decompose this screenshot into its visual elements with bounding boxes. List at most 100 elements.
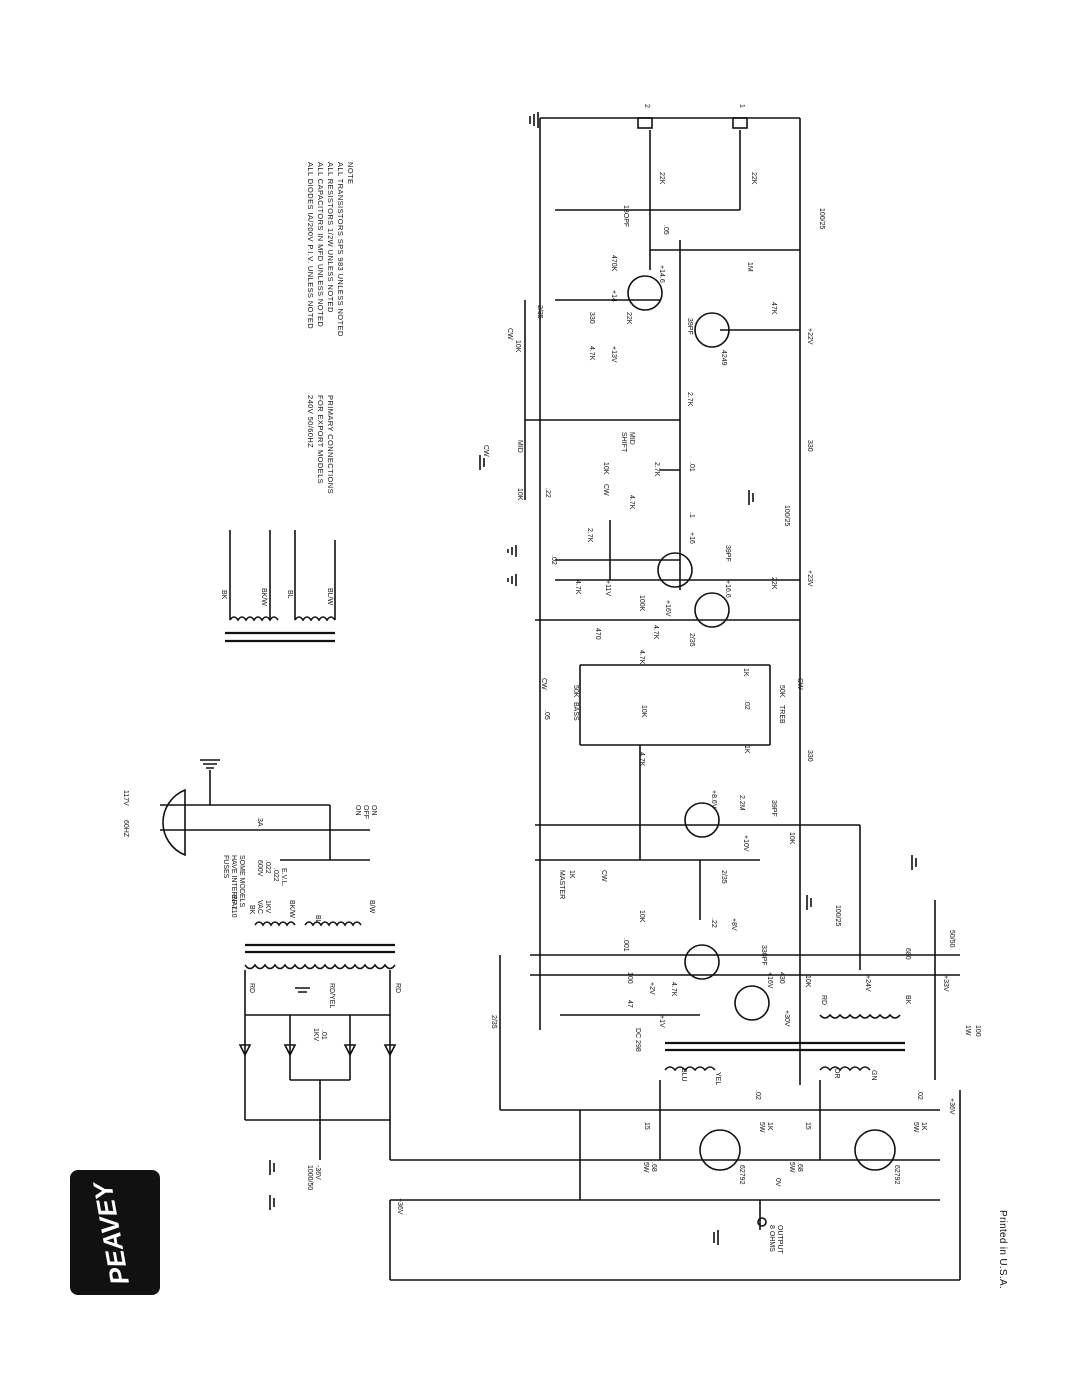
input-jack-2 <box>637 117 653 129</box>
part-label: BASS <box>572 702 579 721</box>
fuse-note: FUSES <box>222 855 229 879</box>
cap-voltage: 600V <box>256 860 263 877</box>
switch-label: ON <box>370 805 377 816</box>
secondary-lead: RD/YEL <box>328 983 335 1008</box>
bridge-cap: .01 <box>320 1030 327 1040</box>
output-jack-impedance: 8 OHMS <box>768 1225 775 1252</box>
positive-rail-label: +36V <box>396 1198 403 1215</box>
part-label: 1K <box>743 745 750 754</box>
part-label: .05 <box>543 710 550 720</box>
note-line: ALL CAPACITORS IN MFD UNLESS NOTED <box>316 162 325 327</box>
part-label: 10K <box>638 910 645 923</box>
fuse-note: HAVE INTERNAL <box>230 855 237 910</box>
part-label: 39PF <box>724 545 731 562</box>
bridge-cap-voltage: 1KV <box>312 1028 319 1042</box>
psu-labels: .01 1KV -36V 1000/50 +36V <box>306 1028 403 1215</box>
part-label: 15 <box>804 1122 811 1130</box>
output-labels: BLU YEL .02 1K 5W 15 OR GN .02 1K 5W 15 … <box>642 1068 955 1255</box>
part-label: CW <box>482 445 489 457</box>
cap-spec: VAC <box>256 900 263 914</box>
peavey-logo: PEAVEY <box>70 1170 160 1295</box>
ground-symbols <box>200 112 917 1245</box>
primary-tap-labels: BK BK/W BL BL/W <box>220 588 333 606</box>
part-label: MASTER <box>558 870 565 899</box>
secondary-lead: RD <box>394 983 401 993</box>
part-label: 2/35 <box>536 305 543 319</box>
part-label: 50K <box>572 685 579 698</box>
part-label: 100/25 <box>783 505 790 527</box>
part-label: 1M <box>746 262 753 272</box>
part-label: +33V <box>942 975 949 992</box>
secondary-lead: RD <box>248 983 255 993</box>
tap-label: BL <box>286 590 293 599</box>
part-label: +1V <box>658 1015 665 1028</box>
part-label: 100 <box>626 972 633 984</box>
part-label: 62792 <box>738 1165 745 1185</box>
part-label: 2/35 <box>688 633 695 647</box>
part-label: +16 <box>688 532 695 544</box>
notes-block: NOTE ALL TRANSISTORS SPS 983 UNLESS NOTE… <box>306 162 355 337</box>
part-label: 5W <box>788 1162 795 1173</box>
part-label: 10K <box>640 705 647 718</box>
note-title: NOTE <box>346 162 355 184</box>
part-label: 330PF <box>760 945 767 966</box>
part-label: CW <box>602 484 609 496</box>
part-label: 47 <box>626 1000 633 1008</box>
pt-lead: BL <box>314 915 321 924</box>
part-label: YEL <box>714 1072 721 1085</box>
part-label: 470K <box>610 255 617 272</box>
part-label: 1K <box>568 870 575 879</box>
part-label: +24V <box>864 975 871 992</box>
part-label: 330 <box>806 750 813 762</box>
part-label: 4.7K <box>588 346 595 361</box>
part-label: +8.6V <box>710 790 717 809</box>
part-label: +23V <box>806 570 813 587</box>
part-label: 62792 <box>893 1165 900 1185</box>
part-label: 330 <box>806 440 813 452</box>
input-labels: 2 1 <box>637 104 748 129</box>
part-label: 2.7K <box>586 528 593 543</box>
filter-cap: 1000/50 <box>306 1165 313 1190</box>
part-label: .68 <box>796 1162 803 1172</box>
part-label: CW <box>796 678 803 690</box>
bridge-rectifier <box>238 1044 397 1057</box>
input-2-label: 2 <box>643 104 650 108</box>
part-label: 680 <box>904 948 911 960</box>
part-label: 4.7K <box>574 580 581 595</box>
part-label: +36V <box>948 1098 955 1115</box>
part-label: 4.7K <box>670 982 677 997</box>
part-label: MID <box>516 440 523 453</box>
part-label: .68 <box>650 1162 657 1172</box>
part-label: .02 <box>550 555 557 565</box>
part-label: 10K <box>804 975 811 988</box>
part-label: .22 <box>710 918 717 928</box>
transformer-windings <box>225 616 905 1072</box>
part-label: .02 <box>754 1090 761 1100</box>
negative-rail-label: -36V <box>314 1165 321 1180</box>
part-label: +14 <box>610 290 617 302</box>
part-label: 5W <box>758 1122 765 1133</box>
part-label: +22V <box>806 328 813 345</box>
part-label: SHIFT <box>620 432 627 453</box>
part-label: .02 <box>916 1090 923 1100</box>
part-label: 39PF <box>686 318 693 335</box>
cap-voltage: 1KV <box>264 900 271 914</box>
switch-label: OFF <box>362 805 369 819</box>
primary-note-line: FOR EXPORT MODELS <box>316 395 325 484</box>
part-label: DC 298 <box>634 1028 641 1052</box>
part-label: 10K <box>514 340 521 353</box>
part-label: 22K <box>770 577 777 590</box>
primary-note-line: PRIMARY CONNECTIONS <box>326 395 335 494</box>
part-label: 10K <box>516 488 523 501</box>
part-label: 2.7K <box>653 462 660 477</box>
part-label: 430 <box>778 972 785 984</box>
part-label: +16V <box>766 972 773 989</box>
transistor-q1 <box>627 275 663 311</box>
tap-label: BK <box>220 590 227 600</box>
part-label: 18OPF <box>622 205 629 227</box>
schematic-wiring <box>160 117 961 1281</box>
stage2-labels: 2.7K .02 4.7K +11V +16 +16.6 39PF 22K +2… <box>550 528 813 647</box>
fuse-rating: 3A <box>256 818 263 827</box>
pt-lead: BK/W <box>288 900 295 918</box>
